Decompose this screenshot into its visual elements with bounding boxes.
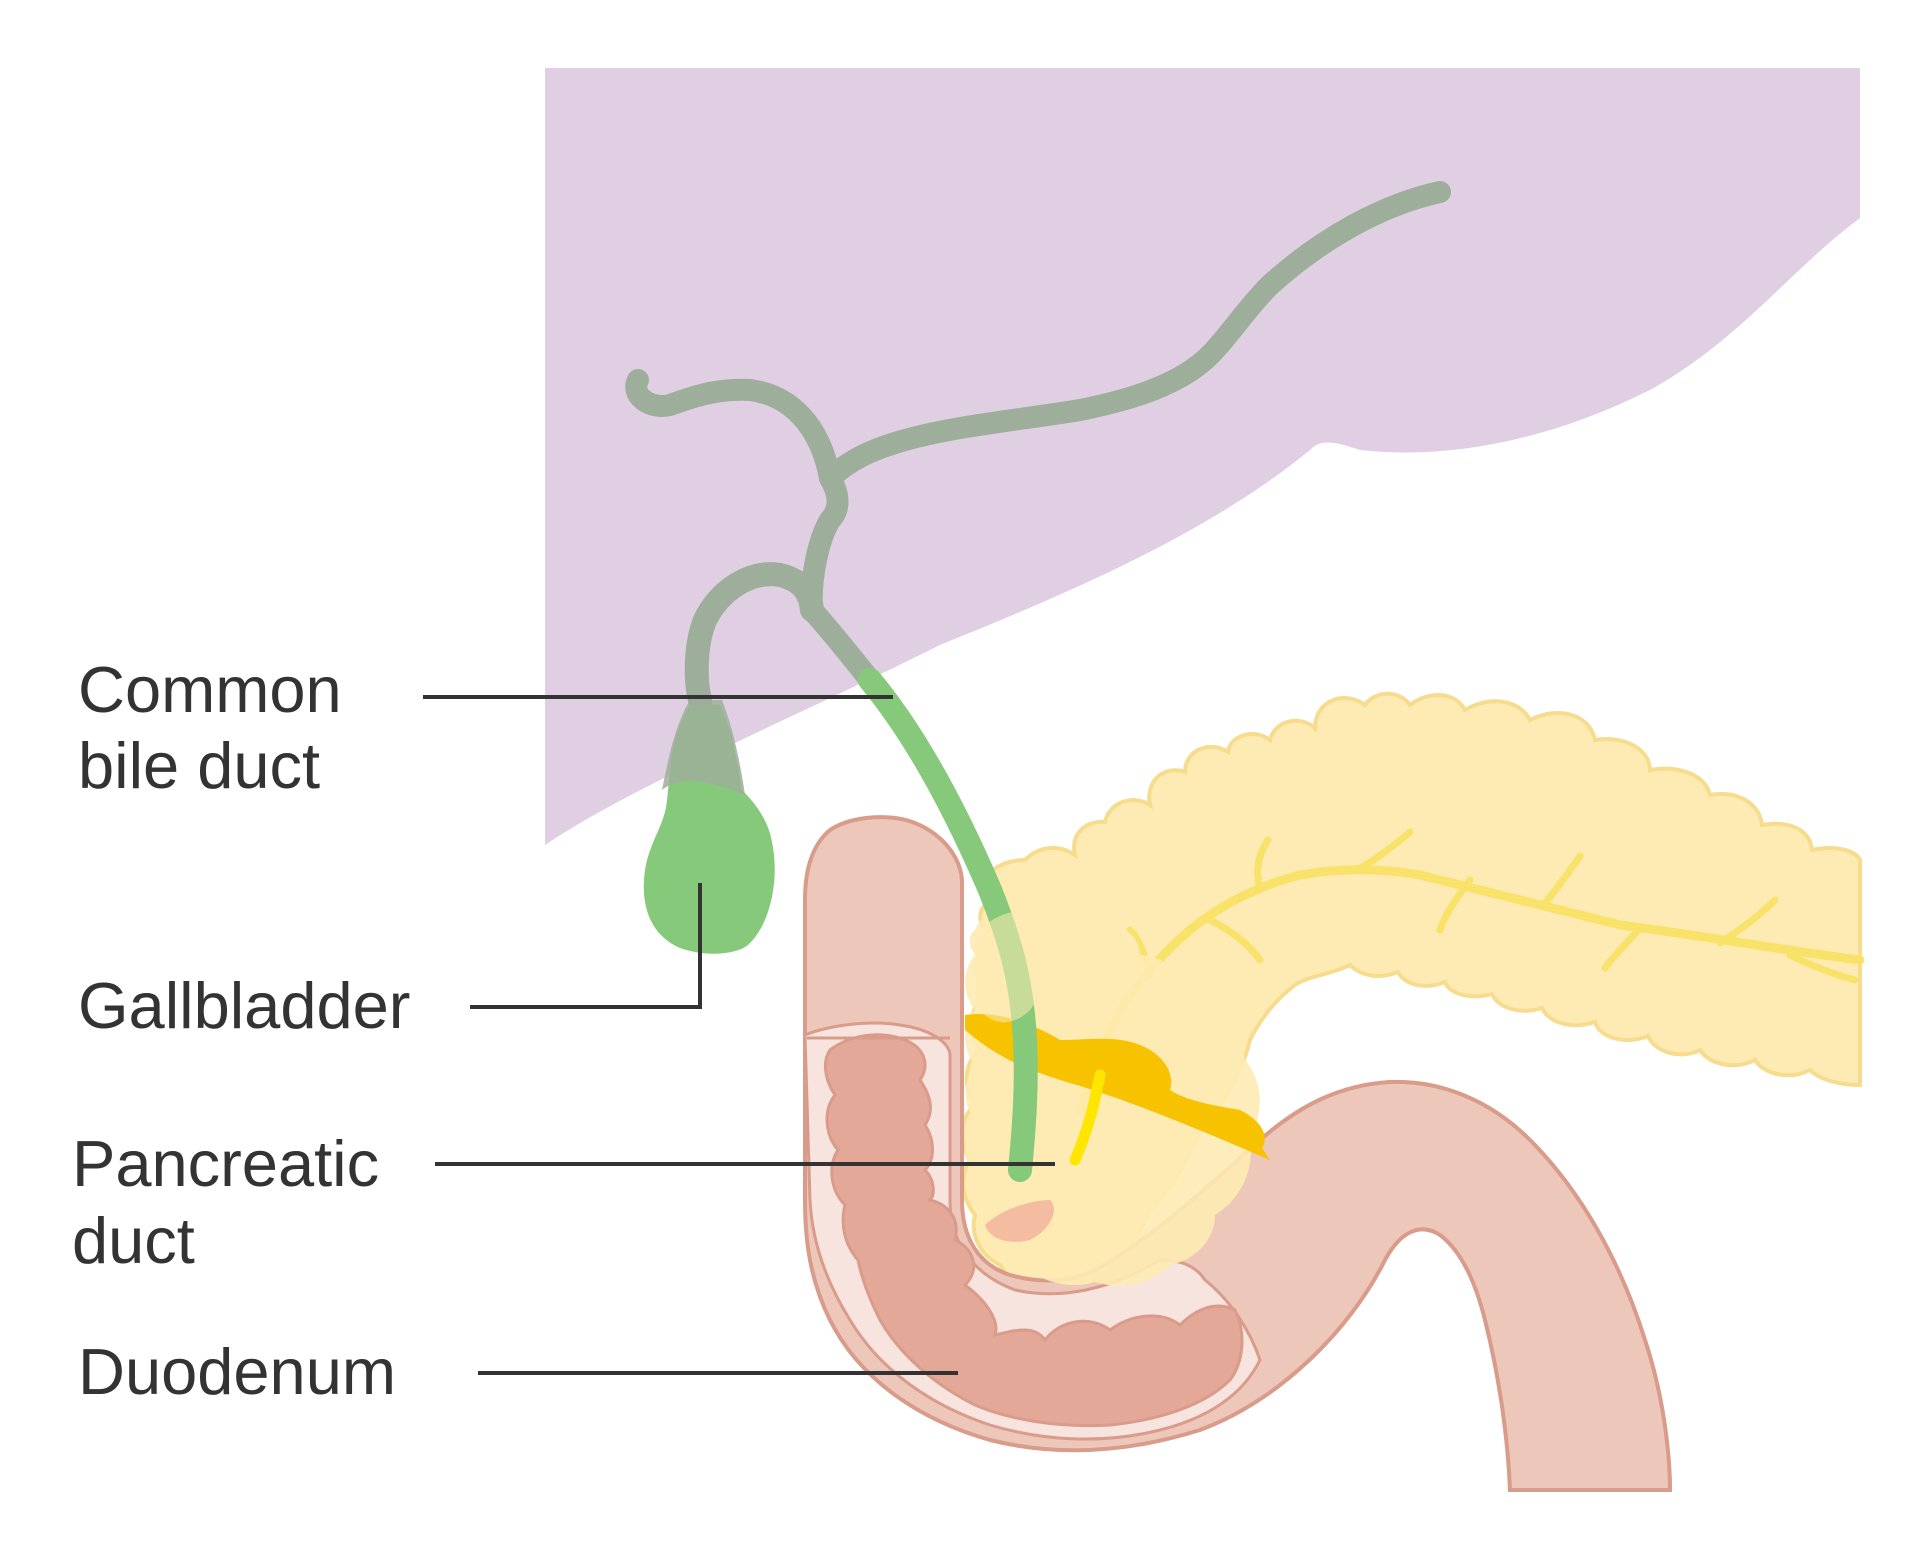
leader-lines bbox=[423, 695, 1055, 1375]
label-duodenum: Duodenum bbox=[78, 1335, 396, 1408]
ampulla-of-vater bbox=[965, 1014, 1270, 1160]
pancreatic-duct-terminal bbox=[1069, 1069, 1106, 1166]
leader-gallbladder bbox=[470, 883, 702, 1009]
duodenum-mucosa bbox=[823, 1033, 1244, 1428]
gallbladder-neck bbox=[662, 700, 745, 795]
label-common-bile-duct-line2: bile duct bbox=[78, 729, 320, 802]
label-pancreatic-duct-line1: Pancreatic bbox=[72, 1127, 379, 1200]
label-gallbladder: Gallbladder bbox=[78, 969, 410, 1042]
label-pancreatic-duct-line2: duct bbox=[72, 1204, 195, 1277]
duct-exit bbox=[985, 1200, 1054, 1242]
labels: Common bile duct Gallbladder Pancreatic … bbox=[72, 653, 410, 1408]
label-common-bile-duct-line1: Common bbox=[78, 653, 342, 726]
liver bbox=[545, 68, 1860, 845]
cystic-duct bbox=[684, 562, 824, 712]
pancreas-head-overlay bbox=[975, 911, 1056, 1023]
